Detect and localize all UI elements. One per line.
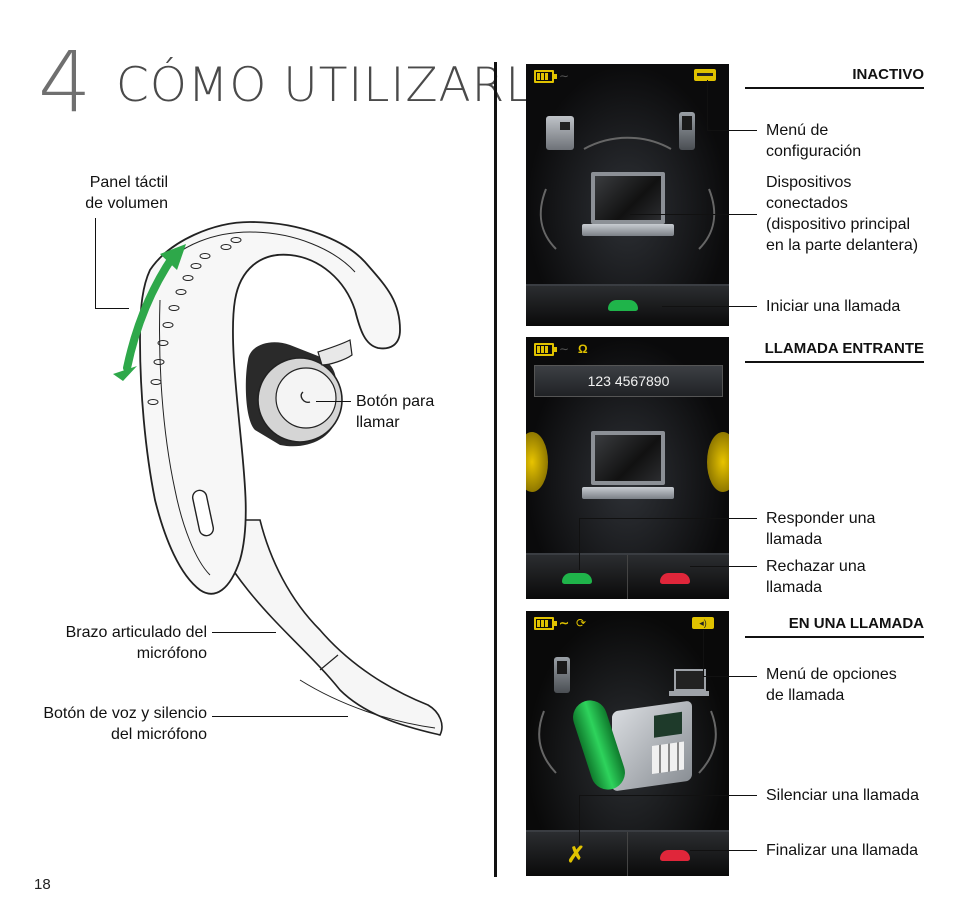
caller-number: 123 4567890 bbox=[534, 365, 723, 397]
connected-devices-label: Dispositivos conectados (dispositivo pri… bbox=[766, 172, 918, 256]
incoming-heading: LLAMADA ENTRANTE bbox=[764, 340, 924, 357]
laptop-icon bbox=[591, 431, 665, 485]
headset-icon: Ω bbox=[578, 342, 588, 356]
reject-label-line2: llamada bbox=[766, 579, 823, 596]
connected-devices-line2: conectados bbox=[766, 195, 848, 212]
in-call-footer: ✗ bbox=[526, 830, 729, 876]
mic-arm-label-line1: Brazo articulado del bbox=[65, 624, 207, 641]
battery-icon bbox=[534, 70, 557, 83]
settings-leader bbox=[707, 130, 757, 131]
mobile-phone-icon bbox=[679, 112, 695, 150]
reject-label-line1: Rechazar una bbox=[766, 558, 866, 575]
reject-button[interactable] bbox=[660, 573, 690, 584]
signal-icon: ∼ bbox=[559, 342, 570, 356]
answer-label: Responder una llamada bbox=[766, 508, 875, 550]
speaker-icon[interactable]: ◂) bbox=[692, 617, 714, 629]
idle-screen: ∼ bbox=[526, 64, 729, 326]
headset-icon: ⟳ bbox=[576, 616, 587, 630]
call-options-label-line1: Menú de opciones bbox=[766, 666, 897, 683]
connected-devices-line3: (dispositivo principal bbox=[766, 216, 911, 233]
settings-leader-vertical bbox=[707, 80, 708, 130]
laptop-base bbox=[582, 224, 674, 236]
settings-menu-label-line1: Menú de bbox=[766, 122, 829, 139]
volume-panel-label-line2: de volumen bbox=[85, 195, 168, 212]
call-button-label-line1: Botón para bbox=[356, 393, 435, 410]
incoming-footer bbox=[526, 553, 729, 599]
mic-arm-leader bbox=[212, 632, 276, 633]
voice-mute-label-line2: del micrófono bbox=[110, 726, 207, 743]
settings-menu-label-line2: configuración bbox=[766, 143, 862, 160]
in-call-heading-rule bbox=[745, 636, 924, 638]
chapter-title: CÓMO UTILIZARLO bbox=[116, 58, 569, 113]
mic-arm-label: Brazo articulado del micrófono bbox=[60, 622, 207, 664]
mute-mic-icon[interactable]: ✗ bbox=[566, 842, 586, 867]
connected-devices-line4: en la parte delantera) bbox=[766, 237, 919, 254]
mute-leader bbox=[579, 795, 757, 796]
ring-glow-left bbox=[526, 432, 548, 492]
idle-heading: INACTIVO bbox=[852, 66, 924, 83]
headset-illustration bbox=[113, 221, 443, 736]
call-button-label-line2: llamar bbox=[356, 414, 400, 431]
reject-label: Rechazar una llamada bbox=[766, 556, 866, 598]
devices-leader bbox=[630, 214, 757, 215]
ring-glow-right bbox=[707, 432, 729, 492]
mute-label: Silenciar una llamada bbox=[766, 787, 919, 804]
call-button-leader bbox=[316, 401, 351, 402]
signal-icon: ∼ bbox=[559, 616, 570, 630]
signal-icon: ∼ bbox=[559, 69, 570, 83]
start-call-label: Iniciar una llamada bbox=[766, 298, 901, 315]
end-call-button[interactable] bbox=[660, 850, 690, 861]
reject-leader bbox=[690, 566, 757, 567]
desk-phone-icon bbox=[546, 116, 574, 150]
in-call-screen: ∼ ⟳ ◂) ✗ bbox=[526, 611, 729, 876]
voice-mute-label: Botón de voz y silencio del micrófono bbox=[30, 703, 207, 745]
in-call-heading: EN UNA LLAMADA bbox=[788, 615, 924, 632]
battery-icon bbox=[534, 343, 557, 356]
idle-footer bbox=[526, 284, 729, 326]
device-arcs bbox=[538, 710, 717, 774]
end-call-label: Finalizar una llamada bbox=[766, 842, 919, 859]
volume-leader-horizontal bbox=[95, 308, 129, 309]
call-button-label: Botón para llamar bbox=[356, 391, 434, 433]
chapter-number: 4 bbox=[38, 33, 92, 131]
answer-button[interactable] bbox=[562, 573, 592, 584]
end-call-leader bbox=[690, 850, 757, 851]
volume-leader-vertical bbox=[95, 218, 96, 308]
laptop-icon-small bbox=[674, 669, 706, 691]
start-call-button[interactable] bbox=[608, 300, 638, 311]
settings-menu-label: Menú de configuración bbox=[766, 120, 861, 162]
answer-leader-vertical bbox=[579, 518, 580, 570]
connected-devices-line1: Dispositivos bbox=[766, 174, 852, 191]
settings-key-icon[interactable] bbox=[694, 69, 716, 81]
incoming-screen: ∼ Ω 123 4567890 bbox=[526, 337, 729, 599]
idle-heading-rule bbox=[745, 87, 924, 89]
answer-label-line2: llamada bbox=[766, 531, 823, 548]
options-leader-vertical bbox=[703, 630, 704, 676]
call-options-label: Menú de opciones de llamada bbox=[766, 664, 897, 706]
volume-panel-label: Panel táctil de volumen bbox=[40, 172, 168, 214]
laptop-base-small bbox=[669, 691, 709, 696]
answer-leader bbox=[579, 518, 757, 519]
incoming-heading-rule bbox=[745, 361, 924, 363]
volume-panel-label-line1: Panel táctil bbox=[89, 174, 168, 191]
battery-icon bbox=[534, 617, 557, 630]
column-divider bbox=[494, 62, 497, 877]
mobile-phone-icon bbox=[554, 657, 570, 693]
laptop-icon bbox=[591, 172, 665, 224]
voice-mute-label-line1: Botón de voz y silencio bbox=[43, 705, 207, 722]
mic-arm-label-line2: micrófono bbox=[136, 645, 207, 662]
start-call-leader bbox=[662, 306, 757, 307]
answer-label-line1: Responder una bbox=[766, 510, 876, 527]
call-options-label-line2: de llamada bbox=[766, 687, 845, 704]
voice-mute-leader bbox=[212, 716, 348, 717]
device-arcs bbox=[539, 136, 716, 250]
laptop-base bbox=[582, 487, 674, 499]
mute-leader-vertical bbox=[579, 795, 580, 845]
page-number: 18 bbox=[34, 876, 51, 893]
options-leader bbox=[703, 676, 757, 677]
